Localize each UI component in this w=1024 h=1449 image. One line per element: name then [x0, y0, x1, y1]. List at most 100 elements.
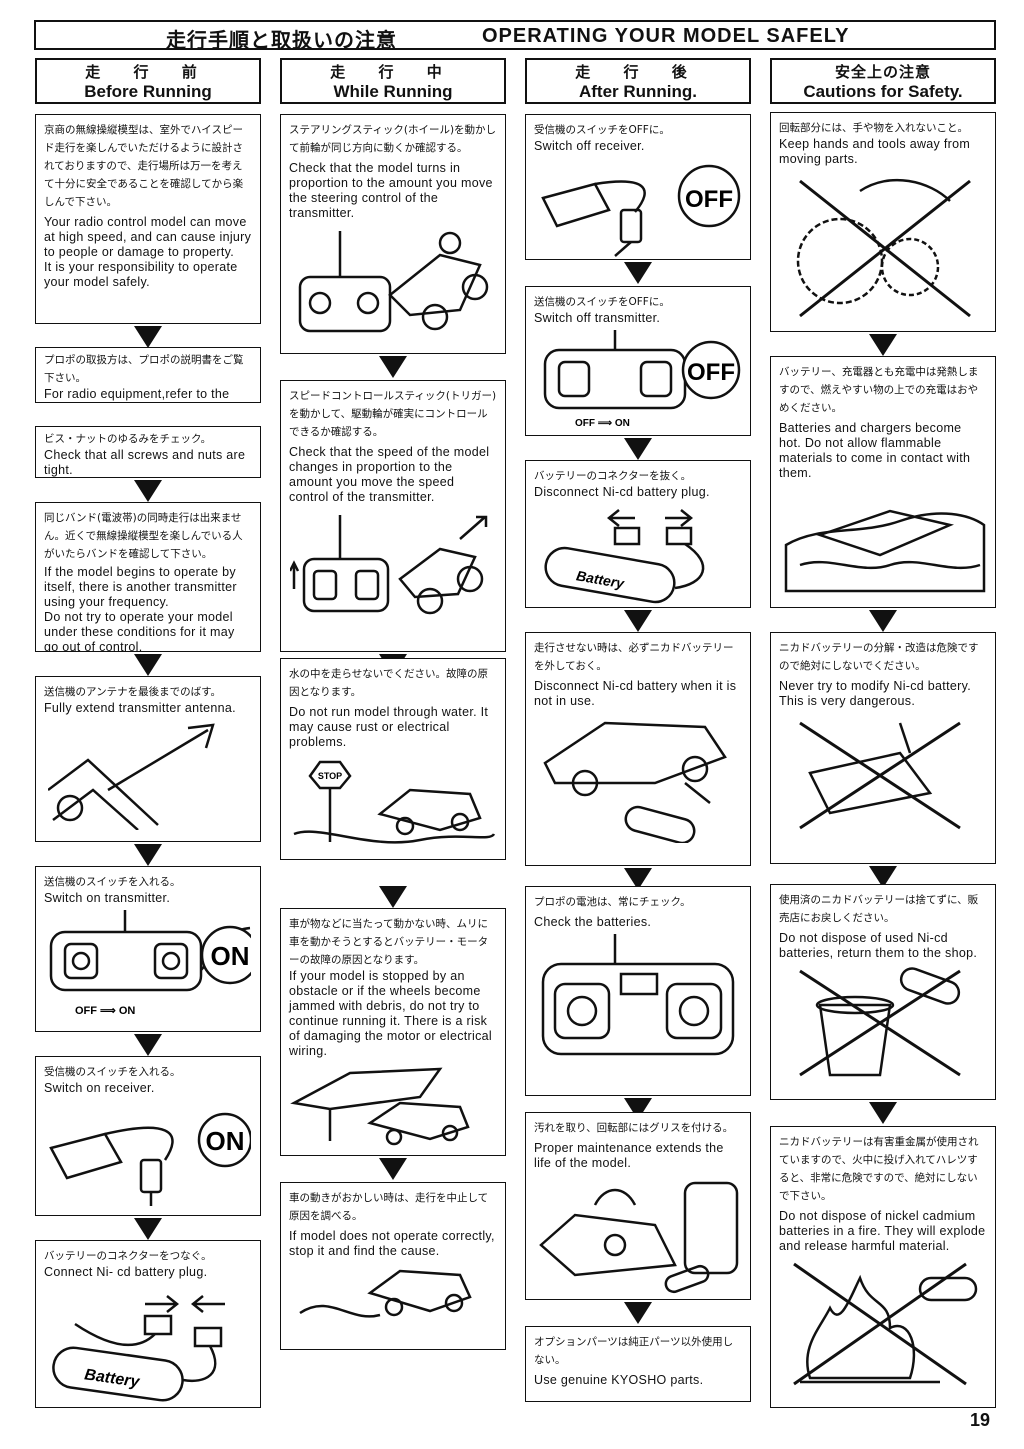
step-box-disconnect-battery: バッテリーのコネクターを抜く。 Disconnect Ni-cd battery… [525, 460, 751, 608]
step-text-jp: オプションパーツは純正パーツ以外使用しない。 [534, 1336, 734, 1366]
step-text-jp: 同じバンド(電波帯)の同時走行は出来ません。近くで無線操縦模型を楽しんでいる人が… [44, 512, 243, 560]
flow-arrow-icon [134, 654, 162, 676]
step-box-remove-battery: 走行させない時は、必ずニカドバッテリーを外しておく。 Disconnect Ni… [525, 632, 751, 866]
flow-arrow-icon [379, 886, 407, 908]
transmitter-on-illustration: ON OFF ⟹ ON [49, 910, 251, 1017]
step-text-jp: 送信機のアンテナを最後までのばす。 [44, 686, 222, 698]
step-text-jp: スピードコントロールスティック(トリガー)を動かして、駆動輪が確実にコントロール… [289, 390, 497, 438]
flow-arrow-icon [134, 1218, 162, 1240]
step-box-no-water: 水の中を走らせないでください。故障の原因となります。 Do not run mo… [280, 658, 506, 860]
step-box-transmitter-off: 送信機のスイッチをOFFに。 Switch off transmitter. O… [525, 286, 751, 436]
caution-text-en: Keep hands and tools away from moving pa… [779, 137, 971, 166]
flow-arrow-icon [134, 326, 162, 348]
column-header-while-running: 走 行 中 While Running [280, 58, 506, 104]
step-text-jp: プロポの取扱方は、プロポの説明書をご覧下さい。 [44, 354, 244, 384]
step-box-safety-intro: 京商の無線操縦模型は、室外でハイスピード走行を楽しんでいただけるように設計されて… [35, 114, 261, 324]
page-title-en: OPERATING YOUR MODEL SAFELY [482, 25, 850, 47]
caution-text-jp: 使用済のニカドバッテリーは捨てずに、販売店にお戻しください。 [779, 894, 979, 924]
step-text-jp: 送信機のスイッチをOFFに。 [534, 296, 670, 308]
step-text-en: Disconnect Ni-cd battery when it is not … [534, 679, 737, 708]
off-label: OFF [685, 186, 733, 213]
maintenance-illustration [539, 1181, 739, 1294]
step-text-en: Check the batteries. [534, 915, 652, 929]
steering-check-illustration [298, 231, 489, 333]
step-box-stop-if-abnormal: 車の動きがおかしい時は、走行を中止して原因を調べる。 If model does… [280, 1182, 506, 1350]
receiver-on-illustration: ON [49, 1112, 251, 1206]
step-text-jp: 送信機のスイッチを入れる。 [44, 876, 181, 888]
step-box-check-screws: ビス・ナットのゆるみをチェック。 Check that all screws a… [35, 426, 261, 478]
column-header-en: Cautions for Safety. [803, 82, 963, 101]
step-text-jp: 汚れを取り、回転部にはグリスを付ける。 [534, 1122, 734, 1134]
dispose-battery-prohibited-illustration [799, 967, 961, 1077]
step-text-en: Proper maintenance extends the life of t… [534, 1141, 724, 1170]
transmitter-off-illustration: OFF OFF ⟹ ON [543, 330, 741, 429]
step-box-connect-battery: バッテリーのコネクターをつなぐ。 Connect Ni- cd battery … [35, 1240, 261, 1408]
step-text-jp: バッテリーのコネクターを抜く。 [534, 470, 692, 482]
caution-text-jp: バッテリー、充電器とも充電中は発熱しますので、燃えやすい物の上での充電はおやめく… [779, 366, 979, 414]
step-text-en: Check that the model turns in proportion… [289, 161, 493, 220]
step-box-receiver-off: 受信機のスイッチをOFFに。 Switch off receiver. OFF [525, 114, 751, 260]
flow-arrow-icon [869, 1102, 897, 1124]
off-label: OFF [687, 359, 735, 386]
step-box-stuck-wheels: 車が物などに当たって動かない時、ムリに車を動かそうとするとバッテリー・モーターの… [280, 908, 506, 1156]
battery-fire-prohibited-illustration [793, 1262, 978, 1386]
battery-label: Battery [575, 567, 626, 591]
abnormal-car-illustration [299, 1269, 472, 1318]
battery-label: Battery [83, 1366, 141, 1391]
step-box-check-batteries: プロポの電池は、常にチェック。 Check the batteries. [525, 886, 751, 1096]
step-text-en: Switch on transmitter. [44, 891, 171, 905]
on-label: ON [206, 1126, 245, 1156]
stop-label: STOP [318, 771, 342, 781]
antenna-extend-illustration [48, 723, 215, 830]
step-box-transmitter-on: 送信機のスイッチを入れる。 Switch on transmitter. ON … [35, 866, 261, 1032]
moving-parts-prohibited-illustration [796, 178, 971, 318]
column-header-jp: 走 行 中 [330, 63, 456, 81]
step-text-jp: バッテリーのコネクターをつなぐ。 [44, 1250, 212, 1262]
battery-connect-illustration: Battery [52, 1295, 225, 1402]
remove-battery-illustration [543, 721, 727, 843]
off-on-label: OFF ⟹ ON [75, 1005, 135, 1017]
step-text-en: If model does not operate correctly, sto… [289, 1229, 495, 1258]
caution-text-jp: ニカドバッテリーの分解・改造は危険ですので絶対にしないでください。 [779, 642, 979, 672]
step-box-frequency: 同じバンド(電波帯)の同時走行は出来ません。近くで無線操縦模型を楽しんでいる人が… [35, 502, 261, 652]
column-header-jp: 安全上の注意 [834, 63, 931, 81]
step-text-en: Switch off receiver. [534, 139, 645, 153]
step-text-jp: 受信機のスイッチをOFFに。 [534, 124, 670, 136]
column-header-jp: 走 行 後 [575, 63, 701, 81]
step-text-en: Connect Ni- cd battery plug. [44, 1265, 208, 1279]
step-text-en: Check that the speed of the model change… [289, 445, 490, 504]
step-text-en: Do not run model through water. It may c… [289, 705, 489, 749]
step-text-en: Switch off transmitter. [534, 311, 661, 325]
column-header-before-running: 走 行 前 Before Running [35, 58, 261, 104]
step-text-jp: 京商の無線操縦模型は、室外でハイスピード走行を楽しんでいただけるように設計されて… [44, 124, 244, 208]
step-text-jp: 水の中を走らせないでください。故障の原因となります。 [289, 668, 488, 698]
step-text-jp: 車の動きがおかしい時は、走行を中止して原因を調べる。 [289, 1192, 489, 1222]
flow-arrow-icon [134, 480, 162, 502]
flow-arrow-icon [869, 334, 897, 356]
step-text-jp: ステアリングスティック(ホイール)を動かして前輪が同じ方向に動くか確認する。 [289, 124, 497, 154]
step-text-en: Check that all screws and nuts are tight… [44, 448, 246, 477]
column-header-en: While Running [333, 82, 453, 101]
flow-arrow-icon [869, 866, 897, 888]
step-box-genuine-parts: オプションパーツは純正パーツ以外使用しない。 Use genuine KYOSH… [525, 1326, 751, 1402]
step-text-en: Switch on receiver. [44, 1081, 155, 1095]
check-batteries-illustration [541, 934, 735, 1056]
caution-text-en: Batteries and chargers become hot. Do no… [779, 421, 971, 480]
caution-text-en: Do not dispose of nickel cadmium batteri… [779, 1209, 986, 1253]
column-header-jp: 走 行 前 [85, 63, 211, 81]
caution-box-no-fire: ニカドバッテリーは有害重金属が使用されていますので、火中に投げ入れてハレツすると… [770, 1126, 996, 1408]
caution-box-moving-parts: 回転部分には、手や物を入れないこと。 Keep hands and tools … [770, 112, 996, 332]
step-text-en: Your radio control model can move at hig… [44, 215, 252, 289]
page-title-jp: 走行手順と取扱いの注意 [166, 28, 397, 52]
step-text-en: For radio equipment,refer to the manual … [44, 387, 230, 401]
step-text-jp: プロポの電池は、常にチェック。 [534, 896, 691, 908]
page-number: 19 [970, 1410, 991, 1430]
step-text-en: If the model begins to operate by itself… [44, 565, 237, 652]
caution-text-en: Never try to modify Ni-cd battery. This … [779, 679, 971, 708]
caution-box-charging-heat: バッテリー、充電器とも充電中は発熱しますので、燃えやすい物の上での充電はおやめく… [770, 356, 996, 608]
off-on-label: OFF ⟹ ON [575, 418, 630, 429]
flow-arrow-icon [379, 356, 407, 378]
step-box-receiver-on: 受信機のスイッチを入れる。 Switch on receiver. ON [35, 1056, 261, 1216]
flow-arrow-icon [379, 1158, 407, 1180]
caution-box-return-batteries: 使用済のニカドバッテリーは捨てずに、販売店にお戻しください。 Do not di… [770, 884, 996, 1100]
